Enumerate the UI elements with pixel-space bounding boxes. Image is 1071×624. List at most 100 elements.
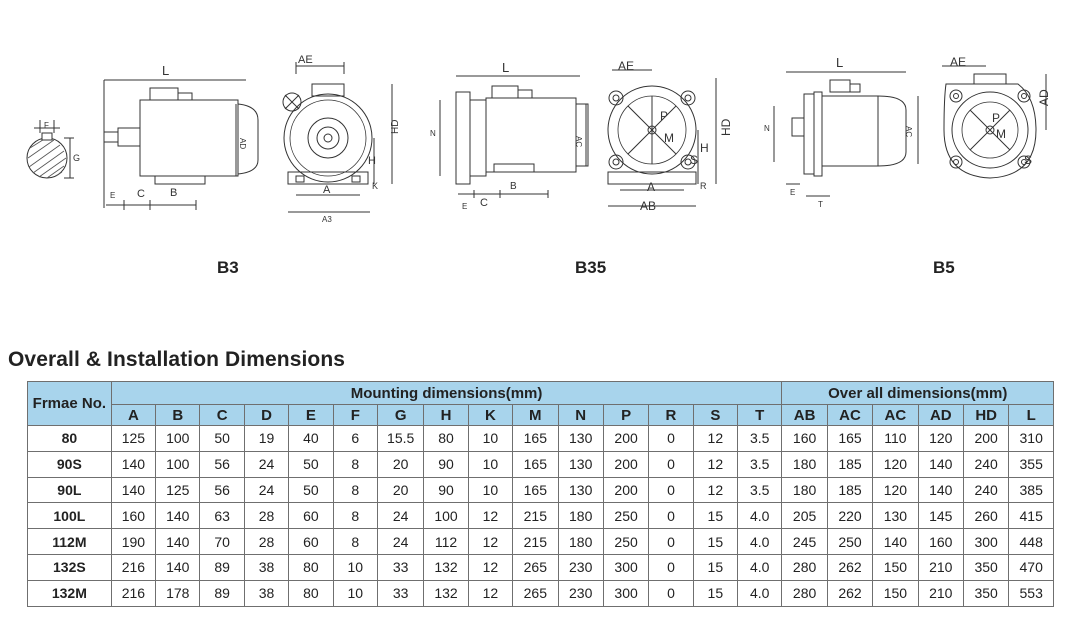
table-cell: 56 xyxy=(199,476,245,504)
table-cell: 3.5 xyxy=(737,476,783,504)
table-cell: 230 xyxy=(557,579,604,607)
table-cell: 19 xyxy=(243,425,290,452)
table-cell: 120 xyxy=(872,476,919,504)
table-cell: 140 xyxy=(872,528,919,555)
b3-front-mark-hd: HD xyxy=(390,120,401,134)
b35-front-mark-s: S xyxy=(690,153,698,167)
table-cell: 300 xyxy=(602,579,650,607)
table-cell: 150 xyxy=(872,553,919,581)
section-title: Overall & Installation Dimensions xyxy=(8,348,346,371)
table-cell: 130 xyxy=(557,476,604,504)
table-cell: 165 xyxy=(826,425,874,452)
drawing-label-b5: B5 xyxy=(933,258,955,277)
b5-front-mark-s: S xyxy=(1024,153,1032,167)
column-header-hd: HD xyxy=(962,404,1010,426)
table-cell: 262 xyxy=(826,553,874,581)
column-header-ab: AB xyxy=(781,404,828,426)
table-cell: 24 xyxy=(243,476,290,504)
b5-side-drawing: L N AC E T xyxy=(764,55,919,209)
table-cell: 63 xyxy=(199,502,245,530)
table-cell: 0 xyxy=(648,528,694,555)
motor-drawings: G F L AD E C B xyxy=(26,54,1051,224)
table-cell: 89 xyxy=(199,553,245,581)
table-cell: 4.0 xyxy=(737,502,783,530)
table-cell: 110 xyxy=(872,425,919,452)
b35-side-mark-e: E xyxy=(462,202,467,211)
table-cell: 250 xyxy=(826,528,874,555)
table-cell: 240 xyxy=(962,450,1010,478)
column-header-b: B xyxy=(155,404,201,426)
frame-cell: 90S xyxy=(27,450,112,478)
frame-cell: 100L xyxy=(27,502,112,530)
column-header-h: H xyxy=(423,404,469,426)
table-cell: 165 xyxy=(512,476,559,504)
b5-front-mark-p: P xyxy=(992,111,1000,125)
table-cell: 140 xyxy=(110,476,157,504)
drawing-label-b3: B3 xyxy=(217,258,239,277)
table-cell: 265 xyxy=(512,579,559,607)
b5-side-mark-ac: AC xyxy=(904,126,913,137)
b3-side-mark-e: E xyxy=(110,191,115,200)
table-cell: 310 xyxy=(1008,425,1054,452)
column-header-n: N xyxy=(557,404,604,426)
table-cell: 70 xyxy=(199,528,245,555)
table-cell: 470 xyxy=(1008,553,1054,581)
table-cell: 448 xyxy=(1008,528,1054,555)
b35-front-mark-ab: AB xyxy=(640,199,656,213)
table-cell: 140 xyxy=(155,502,201,530)
table-cell: 24 xyxy=(376,528,425,555)
b5-side-mark-l: L xyxy=(836,55,843,70)
table-cell: 245 xyxy=(781,528,828,555)
table-cell: 50 xyxy=(199,425,245,452)
table-cell: 180 xyxy=(557,502,604,530)
table-cell: 33 xyxy=(376,553,425,581)
column-header-m: M xyxy=(512,404,559,426)
table-cell: 100 xyxy=(423,502,469,530)
table-cell: 12 xyxy=(692,476,739,504)
table-cell: 100 xyxy=(155,450,201,478)
b35-front-mark-m: M xyxy=(664,131,674,145)
table-cell: 15 xyxy=(692,579,739,607)
table-cell: 12 xyxy=(692,450,739,478)
mounting-dimensions-header: Mounting dimensions(mm) xyxy=(110,381,783,405)
column-header-k: K xyxy=(467,404,514,426)
table-cell: 200 xyxy=(602,425,650,452)
b3-side-mark-c: C xyxy=(137,188,145,200)
table-cell: 215 xyxy=(512,528,559,555)
overall-dimensions-header: Over all dimensions(mm) xyxy=(781,381,1054,405)
table-cell: 38 xyxy=(243,553,290,581)
table-cell: 216 xyxy=(110,553,157,581)
table-cell: 8 xyxy=(332,450,378,478)
b35-front-mark-p: P xyxy=(660,109,668,123)
table-cell: 33 xyxy=(376,579,425,607)
table-cell: 40 xyxy=(288,425,334,452)
table-cell: 6 xyxy=(332,425,378,452)
table-cell: 160 xyxy=(917,528,964,555)
frame-no-header: Frmae No. xyxy=(27,381,112,426)
b5-side-mark-t: T xyxy=(818,200,823,209)
b35-side-mark-c: C xyxy=(480,197,488,209)
column-header-d: D xyxy=(243,404,290,426)
table-cell: 415 xyxy=(1008,502,1054,530)
frame-cell: 132M xyxy=(27,579,112,607)
b5-front-drawing: AE AD P M S xyxy=(942,55,1051,179)
table-cell: 3.5 xyxy=(737,425,783,452)
table-cell: 260 xyxy=(962,502,1010,530)
table-cell: 132 xyxy=(423,553,469,581)
table-cell: 90 xyxy=(423,450,469,478)
table-cell: 140 xyxy=(917,476,964,504)
b35-side-mark-b: B xyxy=(510,181,517,192)
table-cell: 150 xyxy=(872,579,919,607)
table-cell: 190 xyxy=(110,528,157,555)
b5-side-mark-n: N xyxy=(764,124,770,133)
b35-front-drawing: AE P M S H HD A R AB xyxy=(607,59,733,213)
b5-front-mark-m: M xyxy=(996,127,1006,141)
b3-side-mark-l: L xyxy=(162,63,169,78)
table-cell: 300 xyxy=(602,553,650,581)
